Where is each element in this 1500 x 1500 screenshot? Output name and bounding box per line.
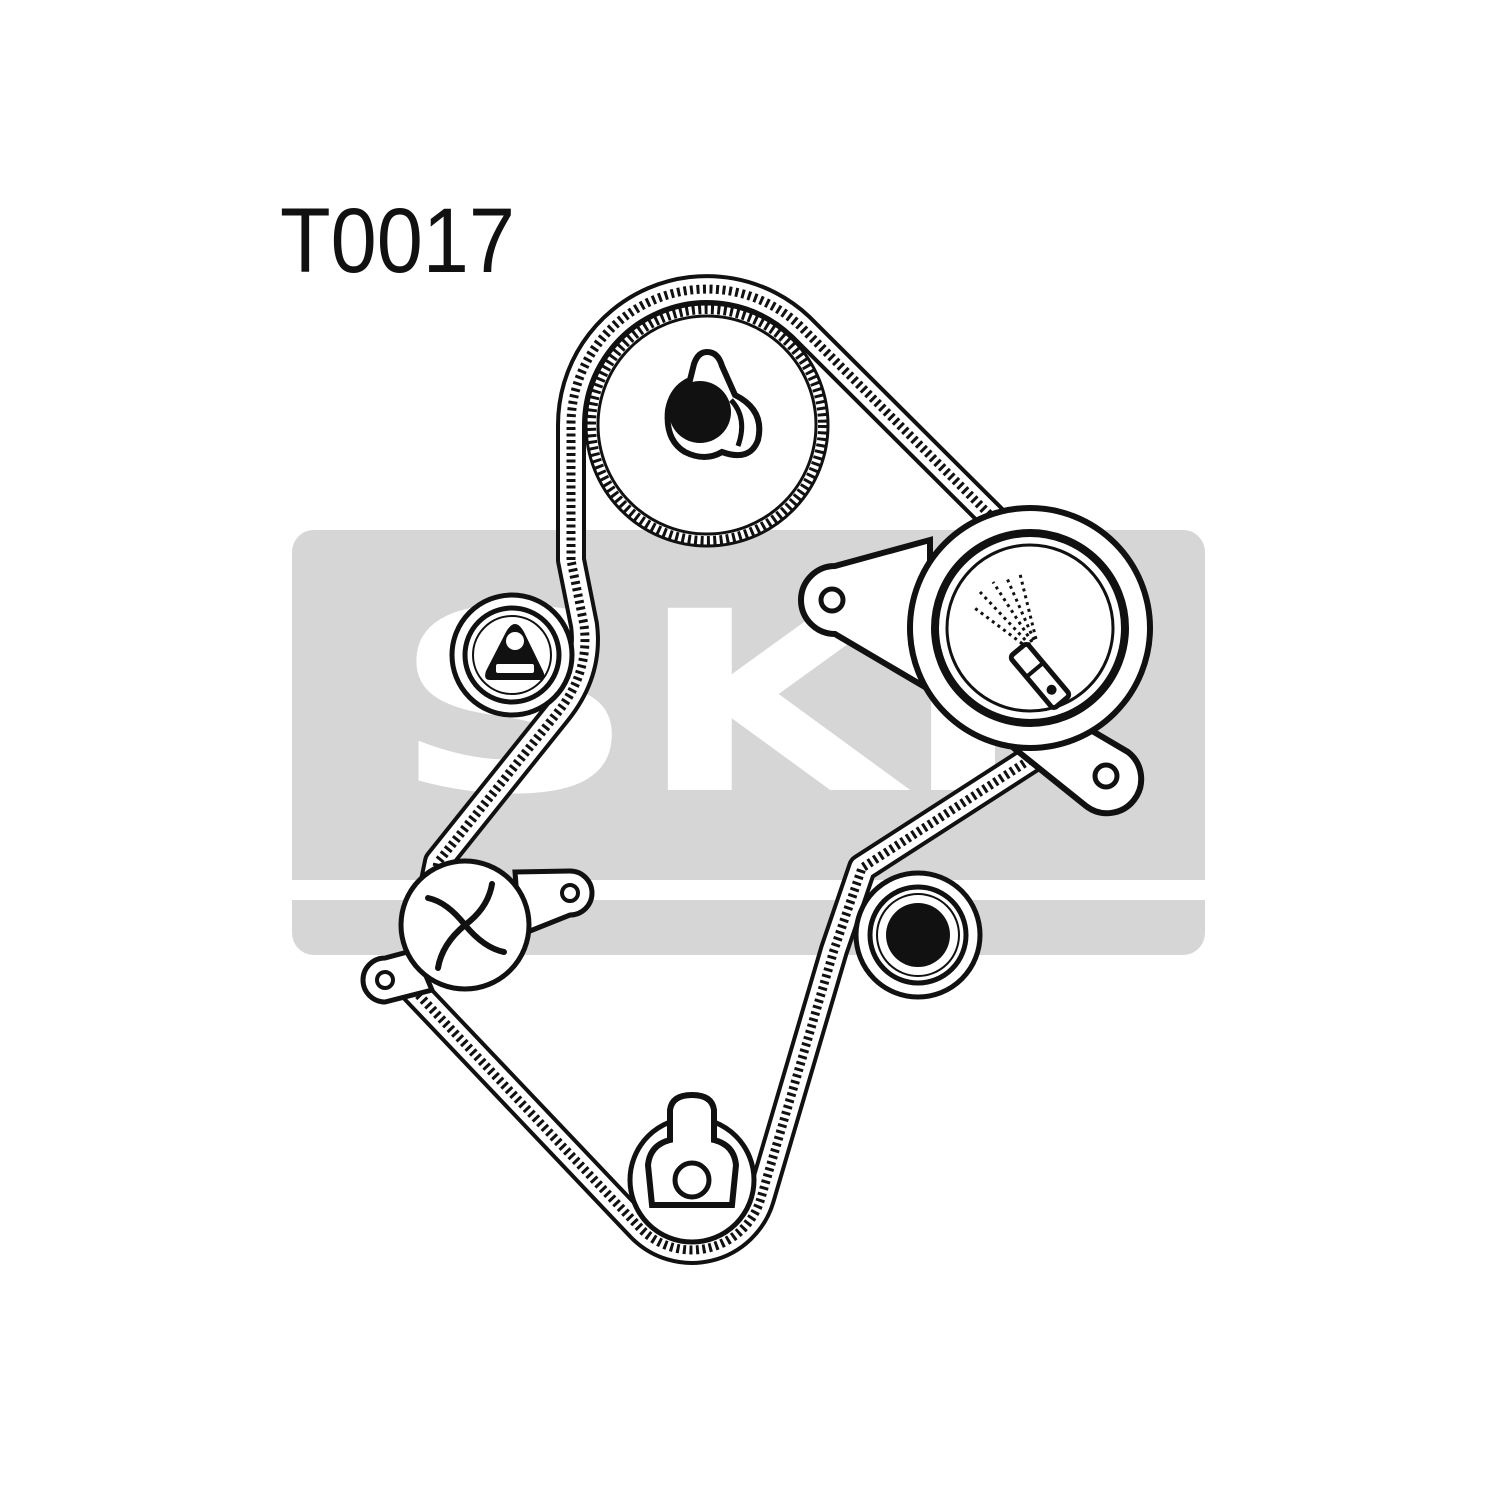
camshaft-pulley-rim [596,314,818,536]
tensioner-roller-outer [907,505,1153,751]
lower-idler-pulley [853,870,983,1000]
lower-idler-hub [886,903,950,967]
upper-idler-hole [506,632,524,650]
upper-idler-pulley [449,592,575,718]
crankshaft-pulley [627,1091,757,1245]
camshaft-pulley [584,302,830,548]
tensioner-roller-inner-ring [945,543,1115,713]
tensioner-bolt-icon [1008,642,1072,710]
camshaft-pulley-teeth [586,304,828,546]
tensioner-bracket-hole-right [1092,762,1120,790]
crankshaft-center-hole [672,1160,712,1200]
camshaft-hub-center [669,381,731,443]
water-pump-hole-left [375,970,395,990]
tensioner-adjust-marks [971,573,1038,650]
upper-idler-slot [496,664,534,673]
crankshaft-key-outline [644,1091,740,1208]
lower-idler-inner-ring [876,893,960,977]
tensioner-bracket-hole-left [818,586,846,614]
tensioner-bracket-left [798,536,933,696]
tensioner-roller-ring [931,529,1129,727]
tensioner-assembly [798,505,1153,817]
upper-idler-ring [462,605,562,705]
water-pump [360,858,595,1005]
water-pump-hole-right [560,883,580,903]
lower-idler-ring [867,884,969,986]
upper-idler-inner-ring [472,615,552,695]
water-pump-impeller-icon [425,881,507,971]
diagram-label: T0017 [280,190,515,292]
camshaft-hub-lobe [729,398,745,447]
